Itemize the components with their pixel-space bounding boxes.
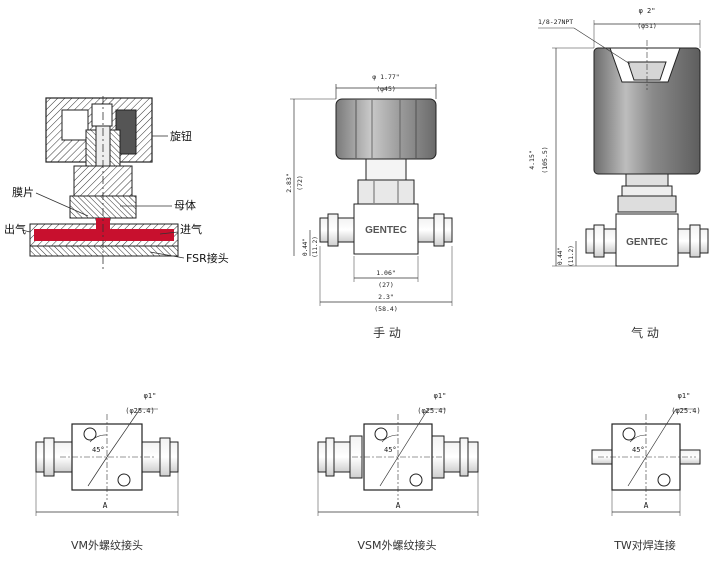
manual-brand: GENTEC [365, 225, 407, 236]
tw-bolt-hole-1 [622, 427, 636, 441]
pneumatic-dim-port-in: 0.44" [557, 247, 564, 265]
pneumatic-caption: 气 动 [631, 325, 659, 340]
label-outlet: 出气 [4, 222, 26, 236]
pneumatic-dim-dia-in: φ 2" [639, 7, 656, 15]
manual-dim-height-mm: (72) [296, 175, 304, 191]
manual-dim-overall-in: 2.3" [378, 293, 394, 301]
vsm-dim-dia-in: φ1" [434, 392, 447, 400]
section-body-lower [29, 245, 179, 257]
vm-angle: 45° [92, 446, 105, 454]
pneumatic-dim-dia-mm: (φ51) [637, 22, 657, 30]
manual-dim-knob-mm: (φ45) [376, 85, 396, 93]
vsm-dim-a: A [396, 501, 401, 510]
vm-dim-a: A [103, 501, 108, 510]
vsm-dim-dia-mm: (φ25.4) [417, 407, 447, 415]
manual-dim-body-in: 1.06" [376, 269, 396, 277]
pneumatic-dim-height-in: 4.15" [528, 150, 536, 170]
vsm-bolt-hole-1 [374, 427, 388, 441]
manual-dim-port-mm: (11.2) [312, 236, 319, 258]
vm-caption: VM外螺纹接头 [71, 538, 143, 552]
pneumatic-dim-port-mm: (11.2) [568, 245, 575, 267]
pneumatic-brand: GENTEC [626, 237, 668, 248]
label-knob: 旋钮 [170, 129, 192, 143]
label-inlet: 进气 [180, 222, 202, 236]
vsm-caption: VSM外螺纹接头 [358, 538, 437, 552]
manual-nut [357, 179, 415, 205]
manual-dim-height-in: 2.83" [285, 173, 293, 193]
vm-bolt-hole-2 [117, 473, 131, 487]
tw-dim-dia-mm: (φ25.4) [671, 407, 701, 415]
actuator-nut [617, 195, 677, 213]
tw-caption: TW对焊连接 [613, 538, 676, 552]
vm-dim-dia-in: φ1" [144, 392, 157, 400]
manual-stem [365, 158, 407, 182]
label-body: 母体 [174, 198, 196, 212]
pneumatic-dim-height-mm: (105.5) [541, 146, 549, 173]
vm-dim-dia-mm: (φ25.4) [125, 407, 155, 415]
actuator-neck [625, 173, 669, 187]
top-view-tw: φ1" (φ25.4) 45° A TW对焊连接 [591, 392, 701, 552]
tw-dim-dia-in: φ1" [678, 392, 691, 400]
tw-angle: 45° [632, 446, 645, 454]
manual-dim-body-mm: (27) [378, 281, 394, 289]
manual-view: GENTEC φ 1.77" (φ45) 2.83" (72) 0.44" (1… [285, 73, 453, 340]
section-knob-screw [91, 103, 113, 127]
manual-dim-knob-in: φ 1.77" [372, 73, 399, 81]
top-view-vsm: φ1" (φ25.4) 45° A VSM外螺纹接头 [317, 392, 479, 552]
section-knob-insert [61, 109, 89, 141]
tw-dim-a: A [644, 501, 649, 510]
manual-caption: 手 动 [373, 326, 401, 340]
manual-body [353, 203, 419, 255]
manual-knob [335, 98, 437, 160]
section-view: 旋钮 膜片 母体 出气 进气 FSR接头 [4, 96, 229, 272]
pneumatic-body [615, 213, 679, 267]
pneumatic-port-label: 1/8-27NPT [538, 18, 573, 26]
vsm-bolt-hole-2 [409, 473, 423, 487]
label-fitting: FSR接头 [186, 252, 229, 265]
top-view-vm: φ1" (φ25.4) 45° A VM外螺纹接头 [35, 392, 179, 552]
pneumatic-view: GENTEC φ 2" (φ51) 1/8-27NPT 4.15" (105.5… [528, 7, 709, 340]
manual-dim-overall-mm: (58.4) [374, 305, 397, 313]
manual-dim-port-in: 0.44" [302, 238, 309, 256]
tw-bolt-hole-2 [657, 473, 671, 487]
vm-bolt-hole-1 [83, 427, 97, 441]
label-diaphragm: 膜片 [12, 186, 34, 199]
vsm-angle: 45° [384, 446, 397, 454]
